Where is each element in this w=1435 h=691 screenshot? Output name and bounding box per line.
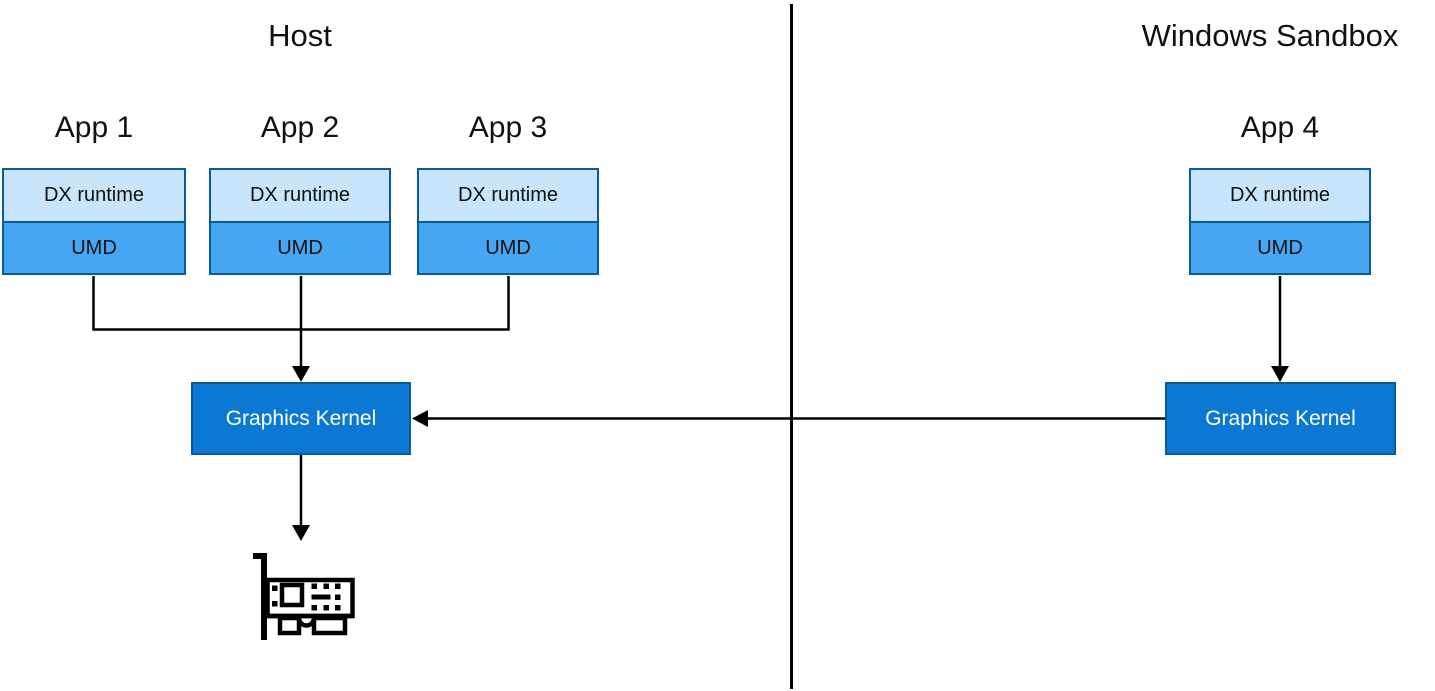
- sandbox-to-host-kernel-arrowhead: [412, 410, 428, 427]
- app-2-dx-runtime-box: DX runtime: [211, 170, 389, 223]
- app-4-title: App 4: [1240, 111, 1320, 144]
- app-1: App 1 DX runtime UMD: [2, 107, 186, 275]
- app-2-umd-box: UMD: [211, 223, 389, 273]
- app-2-title: App 2: [260, 111, 340, 144]
- app-4-stack: DX runtime UMD: [1189, 168, 1371, 275]
- app-3: App 3 DX runtime UMD: [417, 107, 599, 275]
- app-1-title: App 1: [54, 111, 134, 144]
- app-3-title: App 3: [468, 111, 548, 144]
- app-3-stack: DX runtime UMD: [417, 168, 599, 275]
- sandbox-section-title: Windows Sandbox: [1141, 18, 1399, 53]
- app-1-stack: DX runtime UMD: [2, 168, 186, 275]
- app-3-umd-box: UMD: [419, 223, 597, 273]
- app-2-to-kernel-arrowhead: [292, 366, 310, 382]
- app-4-umd-box: UMD: [1191, 223, 1369, 273]
- app-2-stack: DX runtime UMD: [209, 168, 391, 275]
- app-1-dx-runtime-box: DX runtime: [4, 170, 184, 223]
- app-2: App 2 DX runtime UMD: [209, 107, 391, 275]
- kernel-to-gpu-arrowhead: [292, 525, 310, 541]
- app-3-dx-runtime-box: DX runtime: [419, 170, 597, 223]
- app-4-dx-runtime-box: DX runtime: [1191, 170, 1369, 223]
- app-4: App 4 DX runtime UMD: [1189, 107, 1371, 275]
- host-section-title: Host: [268, 18, 332, 53]
- host-graphics-kernel-box: Graphics Kernel: [191, 382, 411, 455]
- gpu-icon: [253, 553, 355, 640]
- sandbox-graphics-kernel-box: Graphics Kernel: [1165, 382, 1396, 455]
- app-4-to-kernel-arrowhead: [1271, 366, 1289, 382]
- app-1-umd-box: UMD: [4, 223, 184, 273]
